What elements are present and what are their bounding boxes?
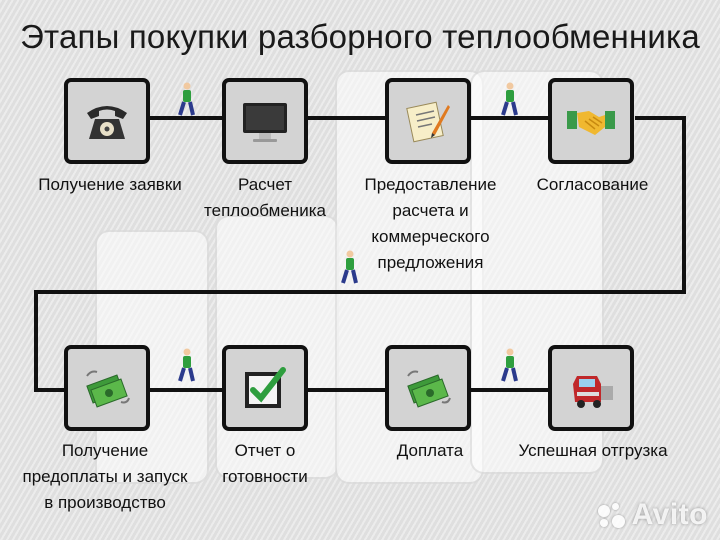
walking-person-icon <box>501 348 518 382</box>
step-label-4: Согласование <box>536 175 649 194</box>
monitor-icon <box>243 103 287 142</box>
step-label-1: Получение заявки <box>38 175 182 194</box>
walking-person-icon <box>178 82 195 116</box>
step-label-5: Получение предоплаты и запуск в производ… <box>22 441 188 512</box>
handshake-icon <box>567 111 615 135</box>
step-box-5 <box>64 345 150 431</box>
step-label-3: Предоставление расчета и коммерческого п… <box>364 175 497 272</box>
avito-watermark: Avito <box>597 498 708 532</box>
money-icon <box>86 370 130 408</box>
step-box-7 <box>385 345 471 431</box>
step-box-3 <box>385 78 471 164</box>
step-label-6: Отчет о готовности <box>222 441 308 486</box>
walking-person-icon <box>341 250 358 284</box>
document-quill-icon <box>406 101 450 143</box>
step-label-2: Расчет теплообменика <box>204 175 326 220</box>
watermark-text: Avito <box>631 498 708 531</box>
step-label-7: Доплата <box>396 441 464 460</box>
step-box-2 <box>222 78 308 164</box>
walking-person-icon <box>501 82 518 116</box>
money-icon <box>407 370 451 408</box>
step-box-6 <box>222 345 308 431</box>
checkbox-icon <box>245 367 286 408</box>
telephone-icon <box>87 106 127 139</box>
step-label-8: Успешная отгрузка <box>518 441 668 460</box>
step-box-8 <box>548 345 634 431</box>
step-box-4 <box>548 78 634 164</box>
connector-loop <box>34 116 686 392</box>
walking-person-icon <box>178 348 195 382</box>
truck-icon <box>573 376 613 408</box>
avito-logo-icon <box>597 503 628 529</box>
step-box-1 <box>64 78 150 164</box>
page-title: Этапы покупки разборного теплообменника <box>20 18 700 55</box>
